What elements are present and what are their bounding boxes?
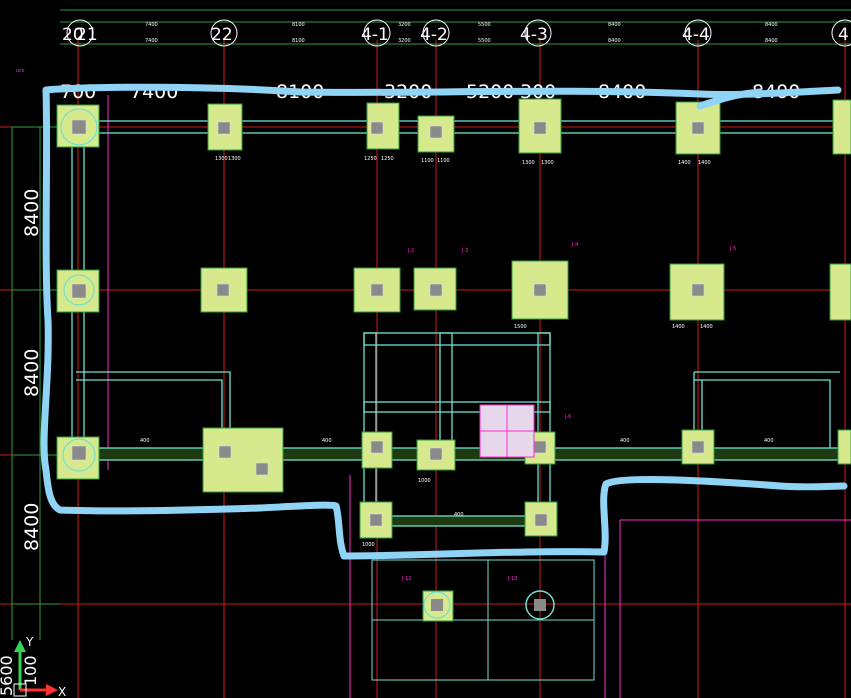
svg-text:8400: 8400 <box>765 22 778 28</box>
svg-text:1300: 1300 <box>522 160 535 166</box>
dim-left-8400-c: 8400 <box>21 503 43 551</box>
svg-text:1100: 1100 <box>437 158 450 164</box>
svg-text:100: 100 <box>21 655 40 686</box>
svg-text:400: 400 <box>454 512 464 518</box>
svg-text:1100: 1100 <box>421 158 434 164</box>
boundary-lines <box>107 95 851 698</box>
svg-text:1000: 1000 <box>418 478 431 484</box>
footing-43-a <box>518 98 562 154</box>
svg-text:400: 400 <box>322 438 332 444</box>
svg-text:1300: 1300 <box>541 160 554 166</box>
svg-text:8100: 8100 <box>292 38 305 44</box>
footing-dimension-texts: 1300 1300 1250 1250 1100 1100 1300 1300 … <box>215 156 713 548</box>
footing-c5 <box>837 429 851 465</box>
svg-text:1250: 1250 <box>381 156 394 162</box>
dim-left-8400-a: 8400 <box>21 189 43 237</box>
svg-text:5600: 5600 <box>0 655 16 696</box>
markup-outline <box>40 83 848 560</box>
svg-text:J-4: J-4 <box>571 242 578 248</box>
svg-text:1400: 1400 <box>672 324 685 330</box>
svg-text:1400: 1400 <box>698 160 711 166</box>
ucs-icon: Y X 5600 100 <box>0 635 66 698</box>
footing-4-a <box>832 99 851 155</box>
svg-text:400: 400 <box>140 438 150 444</box>
svg-text:400: 400 <box>764 438 774 444</box>
svg-text:400: 400 <box>620 438 630 444</box>
svg-text:Y: Y <box>25 635 34 649</box>
svg-text:8400: 8400 <box>608 38 621 44</box>
pile-caps <box>60 108 555 622</box>
dimension-column-left: 8400 8400 8400 <box>21 189 43 551</box>
dimension-lines <box>11 9 851 640</box>
svg-text:X: X <box>58 685 66 698</box>
axis-label-4: 4 <box>838 25 849 45</box>
elevator-pit <box>479 404 535 458</box>
svg-text:1300: 1300 <box>215 156 228 162</box>
beam-tags: 400 400 400 400 400 <box>140 438 774 518</box>
footing-4-b <box>829 263 851 321</box>
svg-text:1000: 1000 <box>362 542 375 548</box>
svg-text:1500: 1500 <box>514 324 527 330</box>
svg-text:7400: 7400 <box>145 22 158 28</box>
svg-text:J-5: J-5 <box>729 246 736 252</box>
svg-text:1250: 1250 <box>364 156 377 162</box>
svg-text:J-13: J-13 <box>507 576 517 582</box>
svg-text:5500: 5500 <box>478 38 491 44</box>
lower-bay-lines <box>371 559 595 681</box>
axis-label-4-4: 4-4 <box>682 25 710 45</box>
columns <box>71 119 705 527</box>
footings <box>56 98 851 539</box>
svg-text:3200: 3200 <box>398 38 411 44</box>
axis-label-4-2: 4-2 <box>420 25 448 45</box>
svg-text:8400: 8400 <box>608 22 621 28</box>
svg-text:1300: 1300 <box>228 156 241 162</box>
svg-text:J-12: J-12 <box>401 576 411 582</box>
small-dimension-texts: 7400 7400 8100 8100 3200 3200 5500 5500 … <box>145 22 778 44</box>
svg-text:8400: 8400 <box>765 38 778 44</box>
axis-label-20: 20 <box>62 25 84 45</box>
axis-label-4-1: 4-1 <box>361 25 389 45</box>
svg-text:J-2: J-2 <box>407 248 414 254</box>
svg-text:7400: 7400 <box>145 38 158 44</box>
svg-text:8100: 8100 <box>292 22 305 28</box>
svg-text:1400: 1400 <box>678 160 691 166</box>
footing-22-c <box>202 427 284 493</box>
axis-label-21: 21 <box>76 25 98 45</box>
footing-44-a <box>675 101 721 155</box>
svg-text:J-6: J-6 <box>564 414 571 420</box>
dim-left-8400-b: 8400 <box>21 349 43 397</box>
svg-text:ucs: ucs <box>16 68 25 74</box>
svg-text:1400: 1400 <box>700 324 713 330</box>
svg-text:5500: 5500 <box>478 22 491 28</box>
svg-text:3200: 3200 <box>398 22 411 28</box>
axis-labels: 20 21 22 4-1 4-2 4-3 4-4 4 <box>62 25 849 45</box>
grid-axis-bubbles <box>66 19 851 47</box>
svg-text:J-3: J-3 <box>461 248 468 254</box>
axis-label-22: 22 <box>211 25 233 45</box>
axis-label-4-3: 4-3 <box>520 25 548 45</box>
